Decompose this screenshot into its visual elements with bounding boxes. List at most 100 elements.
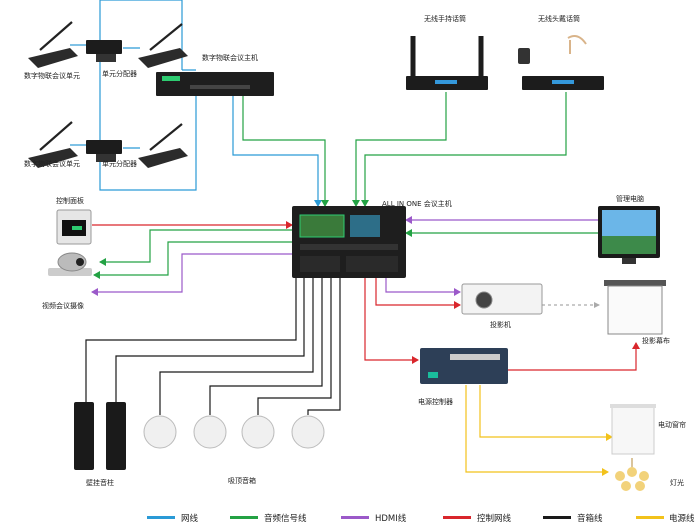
label-wall-speaker: 壁挂音柱 [86, 478, 114, 487]
gooseneck [149, 123, 183, 151]
gooseneck [149, 23, 183, 51]
aio-panel-l [300, 256, 340, 272]
legend-item-hdmi: HDMI线 [341, 513, 407, 523]
ctrl-line-projector [375, 275, 460, 306]
lighting [615, 458, 649, 491]
power-controller [420, 348, 508, 384]
wireless-handheld [406, 36, 488, 90]
projector-body [461, 283, 543, 315]
legend-swatch-speaker [543, 516, 571, 519]
screen-surface [607, 285, 663, 335]
arrow-audio-aio [321, 200, 329, 207]
wall-speaker-2 [106, 402, 126, 470]
label-control-panel: 控制面板 [56, 196, 84, 205]
label-host-unit: 数字物联会议主机 [202, 53, 258, 62]
audio-line-headset [364, 92, 567, 206]
arrowheads [91, 200, 640, 476]
aio-strip [300, 244, 398, 250]
wall-speakers [74, 402, 126, 470]
spk-line-1 [85, 278, 297, 402]
ceiling-speakers [143, 415, 325, 449]
legend-item-audio: 音频信号线 [230, 513, 307, 523]
splitter-box-2 [96, 154, 116, 162]
projector-lens [475, 291, 493, 309]
arrow-net-aio [314, 200, 322, 207]
legend-label-network: 网线 [181, 513, 199, 523]
label-splitter-top: 单元分配器 [102, 69, 137, 78]
arrow-cam-2 [93, 271, 100, 279]
legend-label-power: 电源线 [669, 513, 695, 523]
host-unit [156, 72, 274, 96]
legend-swatch-hdmi [341, 516, 369, 519]
legend-item-power: 电源线 [636, 513, 695, 523]
mic-unit-top-right [138, 23, 188, 68]
audio-line-cam-1 [100, 229, 292, 263]
ceiling-speaker-2 [193, 415, 227, 449]
audio-line-host [242, 95, 326, 206]
host-display [162, 76, 180, 81]
gooseneck [39, 121, 73, 151]
net-line-top-loop [99, 0, 197, 191]
legend-label-control: 控制网线 [477, 513, 512, 523]
arrow-headset-aio [361, 200, 369, 207]
arrow-cam-1 [99, 258, 106, 266]
aio-screen-2 [350, 215, 380, 237]
mic-base [28, 148, 78, 168]
spk-line-6 [307, 278, 341, 415]
mic-base [138, 148, 188, 168]
power-line-curtain [479, 385, 612, 438]
bulb-2 [627, 467, 637, 477]
control-panel [56, 209, 92, 245]
spk-line-3 [159, 278, 314, 415]
bulb-3 [639, 471, 649, 481]
wireless-headset [518, 35, 604, 90]
bodypack [518, 48, 530, 64]
arrow-power-ctrl [412, 356, 419, 364]
legend-label-audio: 音频信号线 [264, 513, 307, 523]
splitter-box [86, 40, 122, 54]
label-ceiling-speaker: 吸顶音箱 [228, 476, 256, 485]
aio-panel-r [346, 256, 398, 272]
arrow-projection [594, 302, 600, 308]
label-video-camera: 视频会议摄像 [42, 301, 84, 310]
arrow-panel-aio [286, 221, 293, 229]
video-camera [48, 252, 92, 276]
bulb-5 [635, 481, 645, 491]
legend: 网线 音频信号线 HDMI线 控制网线 音箱线 电源线 [147, 513, 695, 523]
mic-unit-bottom-right [138, 123, 188, 168]
legend-swatch-power [636, 516, 664, 519]
bulb-1 [615, 471, 625, 481]
curtain-rail [610, 404, 656, 408]
legend-label-hdmi: HDMI线 [375, 513, 407, 523]
arrow-curtain [606, 433, 613, 441]
audio-line-cam-2 [94, 241, 292, 276]
pc-stand [622, 258, 636, 264]
projector-screen [604, 280, 666, 335]
arrow-handheld-aio [352, 200, 360, 207]
arrow-pc-audio [405, 229, 412, 237]
spk-line-4 [209, 278, 323, 415]
ceiling-speaker-4 [291, 415, 325, 449]
legend-item-control: 控制网线 [443, 513, 512, 523]
label-curtain: 电动窗帘 [658, 420, 686, 429]
splitter-bottom [86, 140, 122, 162]
curtain [610, 404, 656, 455]
legend-swatch-audio [230, 516, 258, 519]
ctrl-line-screen [508, 343, 637, 371]
label-splitter-bottom: 单元分配器 [102, 159, 137, 168]
label-projector-screen: 投影幕布 [642, 336, 670, 345]
legend-item-network: 网线 [147, 513, 199, 523]
splitter-box-2 [96, 54, 116, 62]
audio-line-handheld [355, 92, 447, 206]
power-chassis [420, 348, 508, 384]
curtain-fabric [611, 405, 655, 455]
arrow-pc-hdmi [405, 216, 412, 224]
pc-screen-land [602, 236, 656, 254]
arrow-projector-hdmi [454, 288, 461, 296]
label-mic-unit-bottom: 数字物联会议单元 [24, 159, 80, 168]
arrow-cam-hdmi [91, 288, 98, 296]
gooseneck [39, 21, 73, 51]
mic-base [138, 48, 188, 68]
wall-speaker-1 [74, 402, 94, 470]
